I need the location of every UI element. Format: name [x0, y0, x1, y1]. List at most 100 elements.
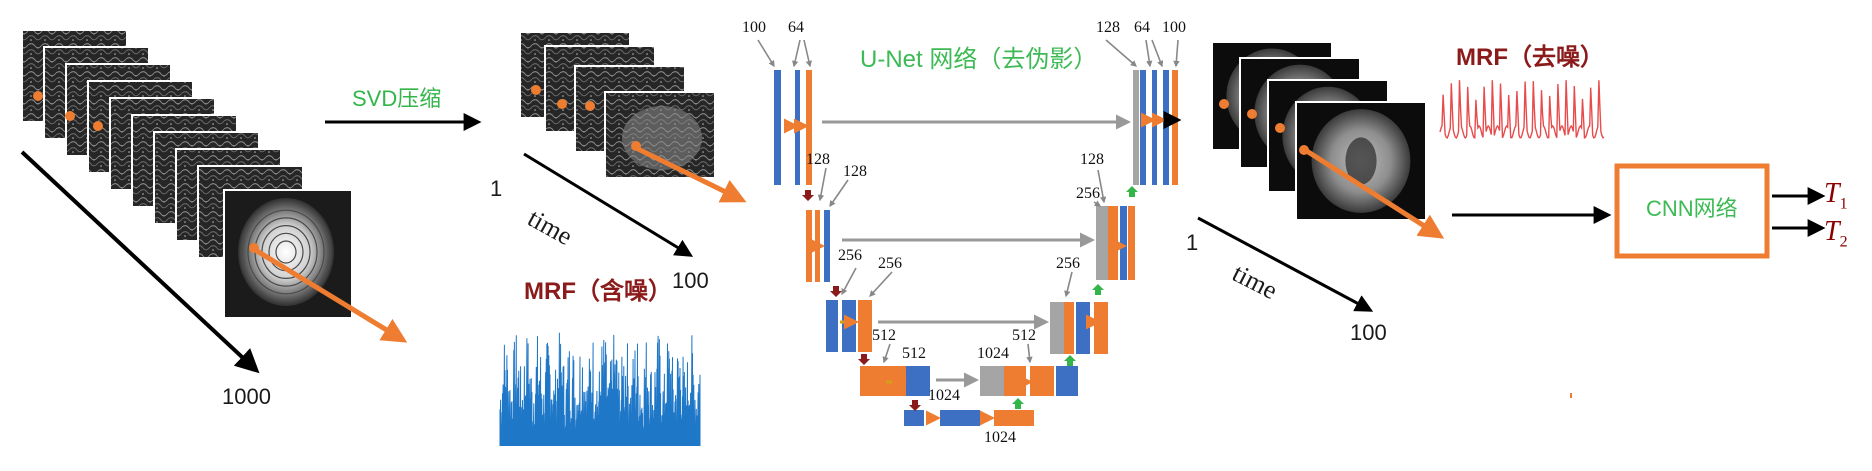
upsample-arrow [1064, 355, 1076, 366]
upsample-arrow [1012, 398, 1024, 409]
conv-map [1056, 366, 1078, 396]
unet-label: 256 [1056, 255, 1080, 272]
noisy-mrf-signal [499, 332, 701, 447]
orange-voxel-dot [93, 121, 103, 131]
orange-signal-arrow-left [250, 245, 408, 343]
orange-voxel-dot [531, 85, 541, 95]
down-map [806, 210, 812, 282]
downsample-arrow [802, 190, 814, 201]
t1-subscript: 1 [1839, 195, 1848, 213]
unet-label: 512 [872, 327, 896, 344]
skip-map [980, 366, 1004, 396]
unet-label: 256 [878, 255, 902, 272]
count-100-label-right: 100 [1350, 320, 1387, 345]
conv-map [1163, 70, 1169, 185]
orange-voxel-dot [1219, 99, 1229, 109]
label-pointer [882, 343, 891, 364]
conv-map [1120, 206, 1127, 280]
mrf-noisy-label: MRF（含噪） [524, 278, 672, 305]
denoised-mrf-signal [1439, 80, 1605, 139]
upsample-arrow [1092, 284, 1104, 295]
conv-map [1030, 366, 1054, 396]
conv-map [842, 300, 856, 352]
output-map [1172, 70, 1178, 185]
input-map [774, 70, 781, 185]
conv-map [858, 300, 872, 352]
label-pointer [1093, 200, 1102, 207]
unet-label: 512 [1012, 327, 1036, 344]
unet-label: 128 [806, 151, 830, 168]
time-axis-arrow-left [523, 152, 694, 257]
unet-label: 1024 [928, 387, 960, 404]
conv-map [824, 210, 830, 282]
label-pointer [803, 39, 812, 68]
unet-label: 128 [1096, 19, 1120, 36]
label-pointer [1151, 39, 1164, 68]
unet-label: 256 [838, 247, 862, 264]
label-pointer [1145, 39, 1153, 68]
unet-label: 512 [902, 345, 926, 362]
bottleneck-map [940, 410, 980, 426]
skip-map [1050, 302, 1064, 354]
conv-map [1140, 70, 1146, 185]
label-pointer [1105, 39, 1137, 67]
unet-label: 64 [788, 19, 804, 36]
label-pointer [817, 167, 827, 202]
orange-voxel-dot [65, 111, 75, 121]
orange-voxel-dot [33, 91, 43, 101]
conv-map [1128, 206, 1135, 280]
brain-swirl [238, 198, 334, 306]
down-map [826, 300, 838, 352]
orange-speck [1570, 393, 1572, 398]
up-map [1004, 366, 1026, 396]
label-pointer [1064, 271, 1073, 298]
label-pointer [1026, 343, 1033, 364]
cnn-label: CNN网络 [1646, 196, 1738, 221]
label-pointer [1097, 169, 1107, 204]
orange-signal-arrow-right [1300, 145, 1445, 239]
swirl-ring [275, 240, 297, 264]
unet-label: 256 [1076, 185, 1100, 202]
label-pointer [869, 271, 893, 297]
skip-map [1096, 206, 1108, 280]
count-1000-label: 1000 [222, 384, 271, 409]
swirl-ring [247, 209, 325, 295]
orange-voxel-dot [557, 99, 567, 109]
bottleneck-map [994, 410, 1034, 426]
t2-letter: T [1824, 216, 1840, 247]
up-map [1064, 302, 1074, 354]
orange-voxel-dot [1275, 123, 1285, 133]
label-pointer [792, 39, 801, 68]
downsample-arrow [830, 286, 842, 297]
label-pointer [1173, 39, 1180, 68]
conv-map [906, 366, 930, 396]
unet-label: 64 [1134, 19, 1150, 36]
mrf-denoised-label: MRF（去噪） [1456, 44, 1604, 71]
svd-label: SVD压缩 [352, 86, 442, 111]
t2-output-label: T2 [1824, 218, 1848, 251]
unet-architecture [757, 39, 1182, 426]
count-100-label-left: 100 [672, 268, 709, 293]
compressed-frame-stack [519, 31, 716, 179]
unet-label: 1024 [977, 345, 1009, 362]
conv-map [1094, 302, 1108, 354]
label-pointer [829, 179, 849, 208]
conv-map [1076, 302, 1090, 354]
one-label-right: 1 [1186, 230, 1199, 255]
orange-voxel-dot [1247, 109, 1257, 119]
label-pointer [757, 39, 775, 68]
unet-label: 100 [1162, 19, 1186, 36]
unet-label: 100 [742, 19, 766, 36]
downsample-arrow [909, 400, 921, 411]
orange-voxel-dot [585, 101, 595, 111]
cnn-box [1614, 163, 1770, 259]
unet-title: U-Net 网络（去伪影） [860, 46, 1098, 73]
brain-ventricle [1345, 137, 1377, 185]
unet-label: 128 [1080, 151, 1104, 168]
compressed-brain-shade [622, 106, 702, 170]
raw-frame-stack [21, 29, 353, 319]
swirl-ring [240, 201, 332, 303]
unet-label: 1024 [984, 429, 1016, 446]
orange-signal-arrow-mid [634, 145, 747, 203]
